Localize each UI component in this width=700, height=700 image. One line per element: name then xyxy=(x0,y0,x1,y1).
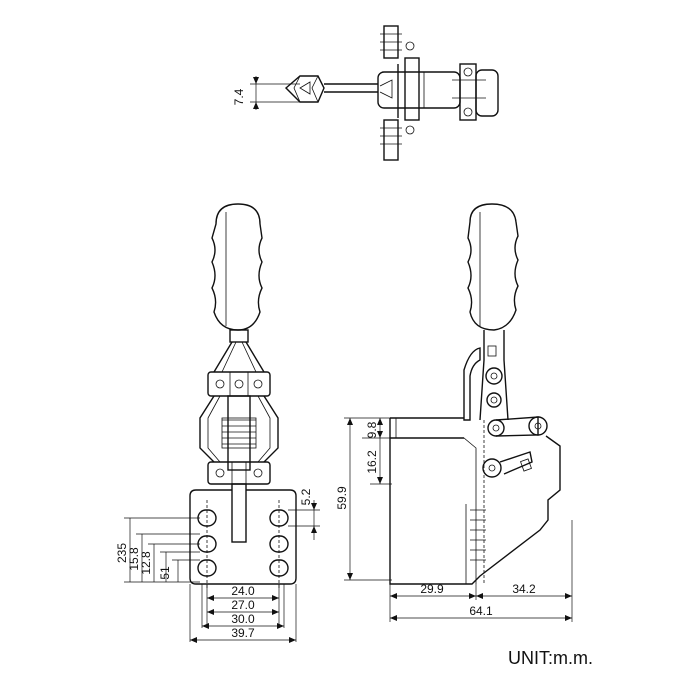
side-view: 9.8 16.2 59.9 29.9 34.2 64.1 xyxy=(335,203,573,622)
dim-16-2: 16.2 xyxy=(365,450,379,474)
dim-235: 235 xyxy=(115,543,129,563)
unit-label: UNIT:m.m. xyxy=(508,648,593,668)
dim-7-4: 7.4 xyxy=(232,88,246,105)
dim-27-0: 27.0 xyxy=(231,598,255,612)
dim-24-0: 24.0 xyxy=(231,584,255,598)
dim-59-9: 59.9 xyxy=(335,486,349,510)
dim-15-8: 15.8 xyxy=(127,547,141,571)
dim-5-2: 5.2 xyxy=(299,488,313,505)
dim-30-0: 30.0 xyxy=(231,612,255,626)
dim-64-1: 64.1 xyxy=(469,604,493,618)
dim-29-9: 29.9 xyxy=(420,582,444,596)
dim-12-8: 12.8 xyxy=(139,551,153,575)
dim-39-7: 39.7 xyxy=(231,626,255,640)
top-view: 7.4 xyxy=(232,25,499,161)
front-view: 5.2 235 15.8 12.8 51 24.0 27.0 30.0 39.7 xyxy=(115,203,320,643)
dim-51: 51 xyxy=(158,566,172,580)
dim-9-8: 9.8 xyxy=(365,421,379,438)
dim-34-2: 34.2 xyxy=(512,582,536,596)
